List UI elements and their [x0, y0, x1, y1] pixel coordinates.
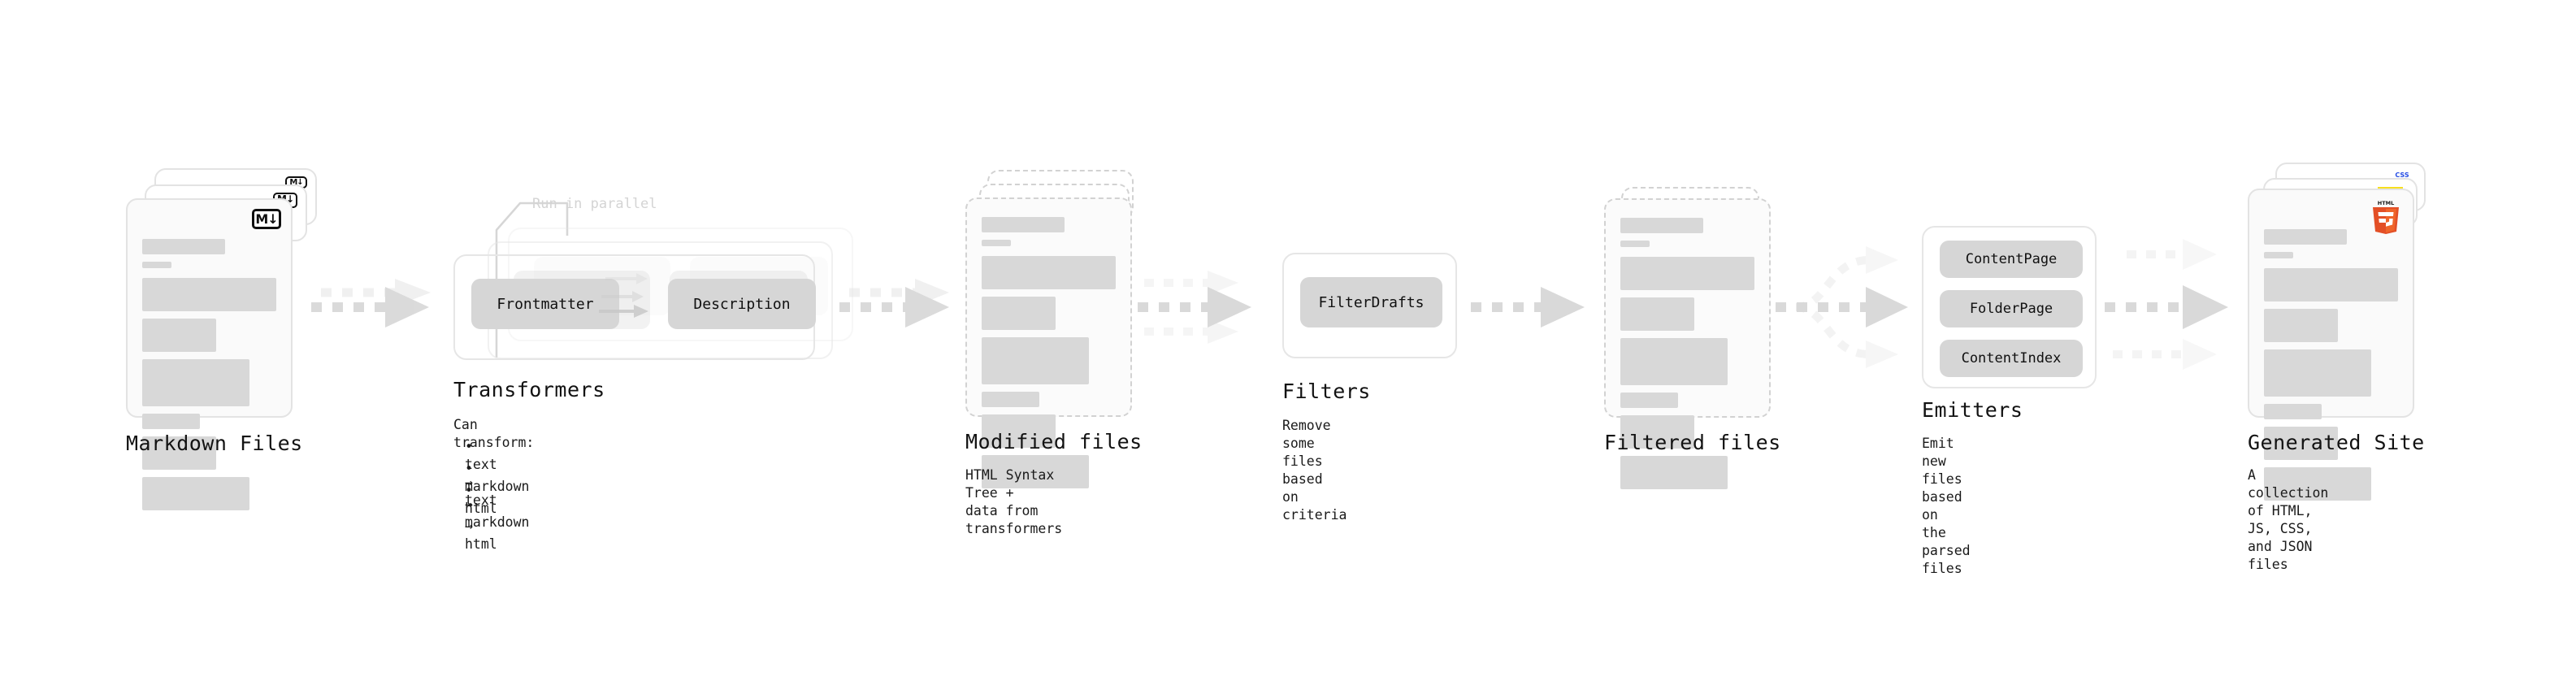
- transformer-pill-description[interactable]: Description: [668, 279, 816, 329]
- modified-card-front[interactable]: [965, 197, 1132, 488]
- parallel-annotation: Run in parallel: [532, 196, 657, 212]
- svg-text:HTML: HTML: [2378, 200, 2394, 206]
- stage-title-markdown-files: Markdown Files: [126, 432, 303, 455]
- transformer-bullet-1: • markdown → markdown: [465, 461, 530, 530]
- connector-modified-to-filters: [1138, 271, 1251, 344]
- connector-emitters-to-site: [2105, 239, 2228, 370]
- emitters-pill-folderpage[interactable]: FolderPage: [1940, 290, 2083, 327]
- site-placeholder-lines: [2264, 229, 2398, 508]
- transformer-pill-frontmatter[interactable]: Frontmatter: [471, 279, 619, 329]
- filters-pill-filterdrafts[interactable]: FilterDrafts: [1300, 277, 1442, 327]
- stage-title-emitters: Emitters: [1922, 398, 2023, 422]
- transformer-group-main: Frontmatter Description: [453, 254, 816, 360]
- markdown-badge: M↓: [252, 209, 281, 229]
- transformer-bullet-0: • text → text: [465, 439, 497, 508]
- stage-title-filtered-files: Filtered files: [1604, 431, 1781, 454]
- stage-desc-modified-files: HTML Syntax Tree + data from transformer…: [965, 467, 1063, 536]
- filters-group: FilterDrafts: [1282, 253, 1457, 358]
- stage-desc-emitters: Emit new files based on the parsed files: [1922, 436, 1971, 576]
- filtered-card-front[interactable]: [1604, 198, 1771, 489]
- emitters-pill-contentindex[interactable]: ContentIndex: [1940, 340, 2083, 377]
- html5-icon: HTML: [2373, 200, 2399, 234]
- html5-badge: HTML: [2370, 198, 2402, 234]
- connector-markdown-to-transformers: [311, 279, 431, 327]
- stage-title-filters: Filters: [1282, 380, 1371, 403]
- stage-desc-filters: Remove some files based on criteria: [1282, 418, 1347, 523]
- stage-desc-generated-site: A collection of HTML, JS, CSS, and JSON …: [2248, 467, 2329, 572]
- stage-title-transformers: Transformers: [453, 378, 605, 401]
- connector-transformers-to-modified: [839, 279, 949, 327]
- modified-placeholder-lines: [982, 217, 1116, 496]
- stage-title-generated-site: Generated Site: [2248, 431, 2425, 454]
- emitters-pill-contentpage[interactable]: ContentPage: [1940, 241, 2083, 278]
- transformer-bullet-2: • html → html: [465, 483, 497, 552]
- connector-filtered-to-emitters: [1776, 246, 1908, 368]
- connector-filters-to-filtered: [1471, 287, 1585, 327]
- stage-title-modified-files: Modified files: [965, 430, 1143, 453]
- emitters-group: ContentPage FolderPage ContentIndex: [1922, 226, 2097, 388]
- filtered-placeholder-lines: [1620, 218, 1754, 497]
- markdown-placeholder-lines: [142, 239, 276, 518]
- stage-desc-transformers: Can transform:: [453, 417, 535, 450]
- site-card-front[interactable]: HTML: [2248, 189, 2414, 501]
- markdown-card-front[interactable]: M↓: [126, 198, 293, 510]
